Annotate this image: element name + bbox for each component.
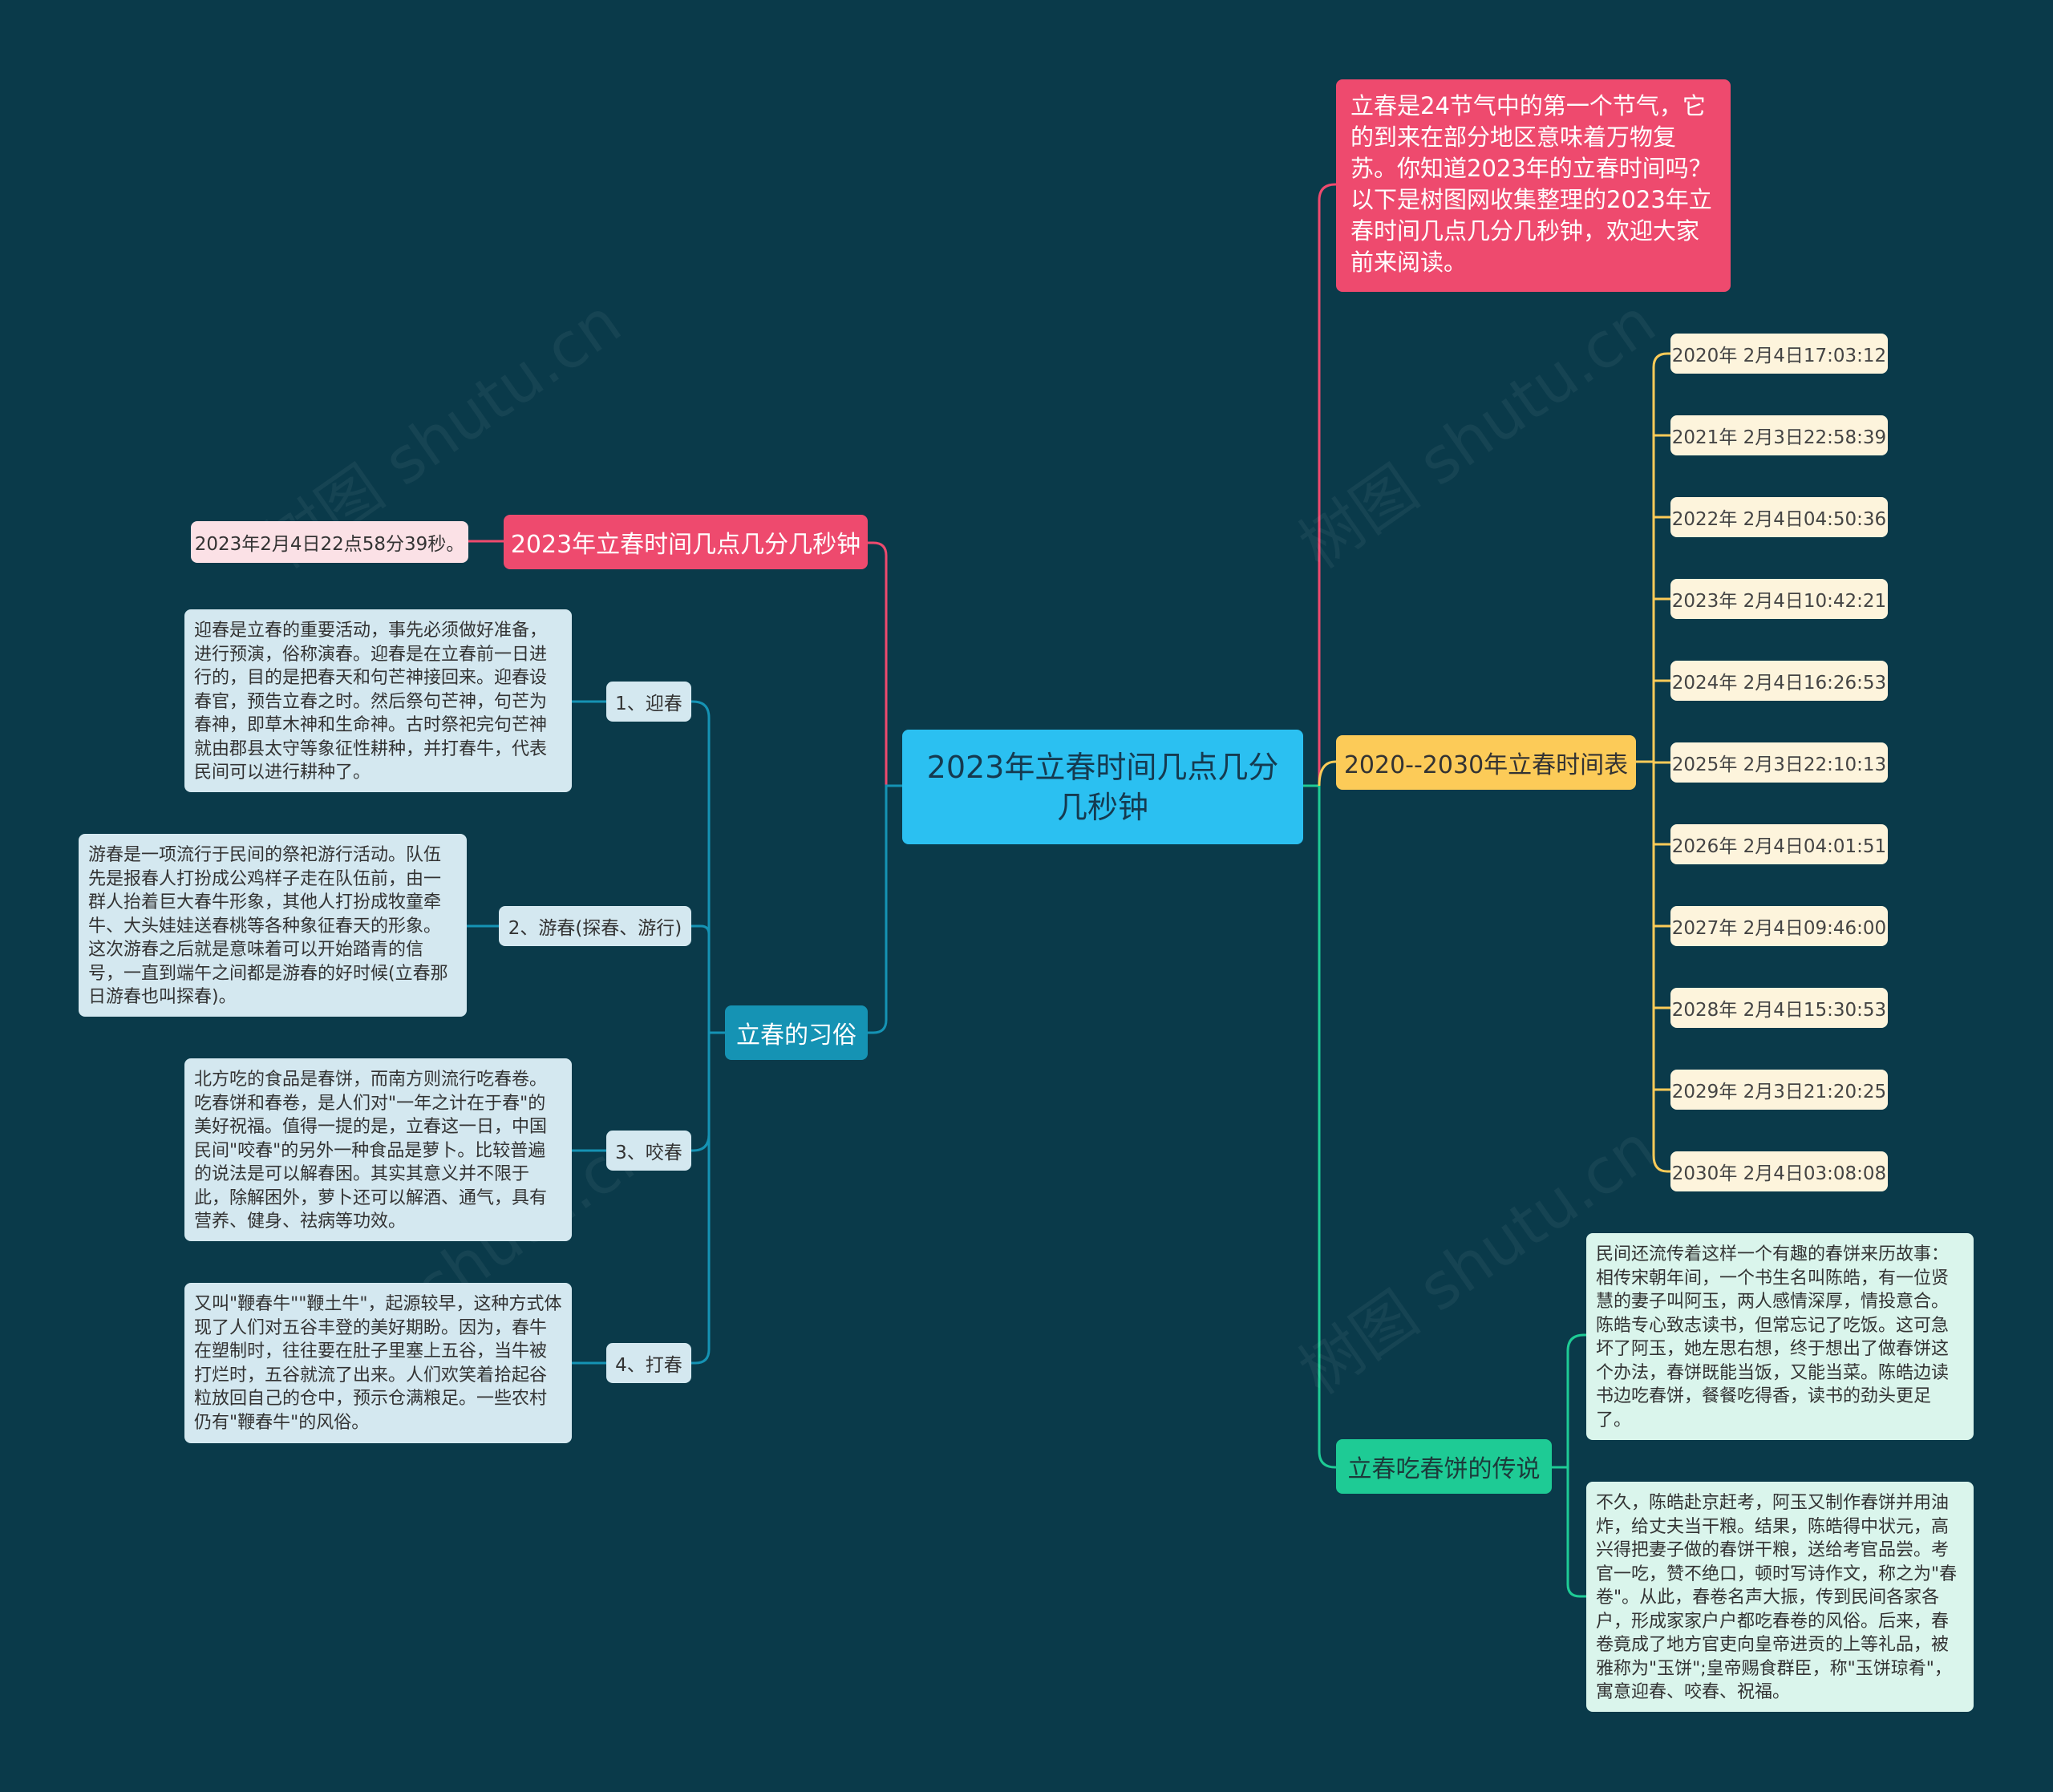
year-entry-text: 2020年 2月4日17:03:12 [1671, 346, 1887, 366]
answer-branch-label: 2023年立春时间几点几分几秒钟 [510, 531, 861, 559]
link-legend-texts [1552, 1333, 1586, 1598]
year-entry[interactable]: 2027年 2月4日09:46:00 [1670, 906, 1888, 946]
year-entry[interactable]: 2024年 2月4日16:26:53 [1670, 661, 1888, 701]
central-topic-label: 2023年立春时间几点几分几秒钟 [926, 749, 1279, 825]
year-entry-text: 2029年 2月3日21:20:25 [1671, 1082, 1887, 1102]
custom-text-dachun[interactable]: 又叫"鞭春牛""鞭土牛"，起源较早，这种方式体现了人们对五谷丰登的美好期盼。因为… [184, 1283, 572, 1443]
answer-branch[interactable]: 2023年立春时间几点几分几秒钟 [504, 515, 868, 569]
central-topic[interactable]: 2023年立春时间几点几分几秒钟 [902, 730, 1303, 844]
legend-text-2[interactable]: 不久，陈皓赴京赶考，阿玉又制作春饼并用油炸，给丈夫当干粮。结果，陈皓得中状元，高… [1586, 1482, 1974, 1712]
link-right-timetable [1318, 760, 1336, 787]
custom-item-yaochun[interactable]: 3、咬春 [606, 1131, 691, 1171]
link-customs-subs [691, 700, 725, 1365]
year-entry[interactable]: 2023年 2月4日10:42:21 [1670, 579, 1888, 619]
custom-item-dachun[interactable]: 4、打春 [606, 1343, 691, 1383]
link-sub-texts [467, 700, 606, 1365]
year-entry-text: 2027年 2月4日09:46:00 [1671, 918, 1887, 939]
timetable-branch[interactable]: 2020--2030年立春时间表 [1336, 735, 1636, 790]
custom-text-youchun[interactable]: 游春是一项流行于民间的祭祀游行活动。队伍先是报春人打扮成公鸡样子走在队伍前，由一… [79, 834, 467, 1017]
custom-item-label: 2、游春(探春、游行) [508, 918, 682, 939]
custom-item-youchun[interactable]: 2、游春(探春、游行) [499, 906, 691, 946]
customs-branch-label: 立春的习俗 [736, 1021, 856, 1050]
year-entry[interactable]: 2030年 2月4日03:08:08 [1670, 1151, 1888, 1191]
year-entry-text: 2023年 2月4日10:42:21 [1671, 591, 1887, 612]
year-entry-text: 2021年 2月3日22:58:39 [1671, 427, 1887, 448]
link-right-intro [1318, 183, 1336, 786]
legend-text: 不久，陈皓赴京赶考，阿玉又制作春饼并用油炸，给丈夫当干粮。结果，陈皓得中状元，高… [1596, 1493, 1958, 1702]
custom-text: 游春是一项流行于民间的祭祀游行活动。队伍先是报春人打扮成公鸡样子走在队伍前，由一… [88, 845, 448, 1007]
year-entry[interactable]: 2029年 2月3日21:20:25 [1670, 1070, 1888, 1110]
link-center-answer [868, 541, 902, 787]
legend-branch-label: 立春吃春饼的传说 [1347, 1455, 1541, 1483]
timetable-branch-label: 2020--2030年立春时间表 [1343, 751, 1629, 779]
custom-item-yingchun[interactable]: 1、迎春 [606, 682, 691, 722]
year-entry-text: 2022年 2月4日04:50:36 [1671, 509, 1887, 530]
custom-text: 北方吃的食品是春饼，而南方则流行吃春卷。吃春饼和春卷，是人们对"一年之计在于春"… [194, 1070, 548, 1232]
year-entry[interactable]: 2020年 2月4日17:03:12 [1670, 334, 1888, 374]
legend-text-1[interactable]: 民间还流传着这样一个有趣的春饼来历故事：相传宋朝年间，一个书生名叫陈皓，有一位贤… [1586, 1233, 1974, 1440]
custom-text: 迎春是立春的重要活动，事先必须做好准备，进行预演，俗称演春。迎春是在立春前一日进… [194, 621, 548, 783]
custom-item-label: 1、迎春 [615, 694, 682, 714]
link-center-customs [868, 784, 902, 1034]
custom-text: 又叫"鞭春牛""鞭土牛"，起源较早，这种方式体现了人们对五谷丰登的美好期盼。因为… [194, 1294, 562, 1433]
link-right-legend [1318, 786, 1336, 1469]
year-entry-text: 2026年 2月4日04:01:51 [1671, 836, 1887, 857]
year-entry[interactable]: 2021年 2月3日22:58:39 [1670, 415, 1888, 455]
year-connector-group [1654, 434, 1670, 1091]
answer-leaf-text: 2023年2月4日22点58分39秒。 [194, 534, 465, 555]
year-entry-text: 2025年 2月3日22:10:13 [1671, 754, 1887, 775]
custom-text-yingchun[interactable]: 迎春是立春的重要活动，事先必须做好准备，进行预演，俗称演春。迎春是在立春前一日进… [184, 609, 572, 792]
year-entry[interactable]: 2028年 2月4日15:30:53 [1670, 988, 1888, 1028]
answer-leaf[interactable]: 2023年2月4日22点58分39秒。 [191, 521, 468, 563]
intro-note[interactable]: 立春是24节气中的第一个节气，它的到来在部分地区意味着万物复苏。你知道2023年… [1336, 79, 1731, 292]
customs-branch[interactable]: 立春的习俗 [725, 1005, 868, 1060]
custom-item-label: 3、咬春 [615, 1143, 682, 1163]
year-entry-text: 2030年 2月4日03:08:08 [1671, 1163, 1887, 1184]
year-entry[interactable]: 2026年 2月4日04:01:51 [1670, 824, 1888, 864]
custom-item-label: 4、打春 [615, 1355, 682, 1376]
year-entry[interactable]: 2025年 2月3日22:10:13 [1670, 742, 1888, 783]
legend-branch[interactable]: 立春吃春饼的传说 [1336, 1439, 1552, 1494]
legend-text: 民间还流传着这样一个有趣的春饼来历故事：相传宋朝年间，一个书生名叫陈皓，有一位贤… [1596, 1244, 1950, 1430]
year-entry[interactable]: 2022年 2月4日04:50:36 [1670, 497, 1888, 537]
intro-text: 立春是24节气中的第一个节气，它的到来在部分地区意味着万物复苏。你知道2023年… [1350, 92, 1712, 276]
year-entry-text: 2028年 2月4日15:30:53 [1671, 1000, 1887, 1021]
custom-text-yaochun[interactable]: 北方吃的食品是春饼，而南方则流行吃春卷。吃春饼和春卷，是人们对"一年之计在于春"… [184, 1058, 572, 1241]
year-entry-text: 2024年 2月4日16:26:53 [1671, 673, 1887, 694]
